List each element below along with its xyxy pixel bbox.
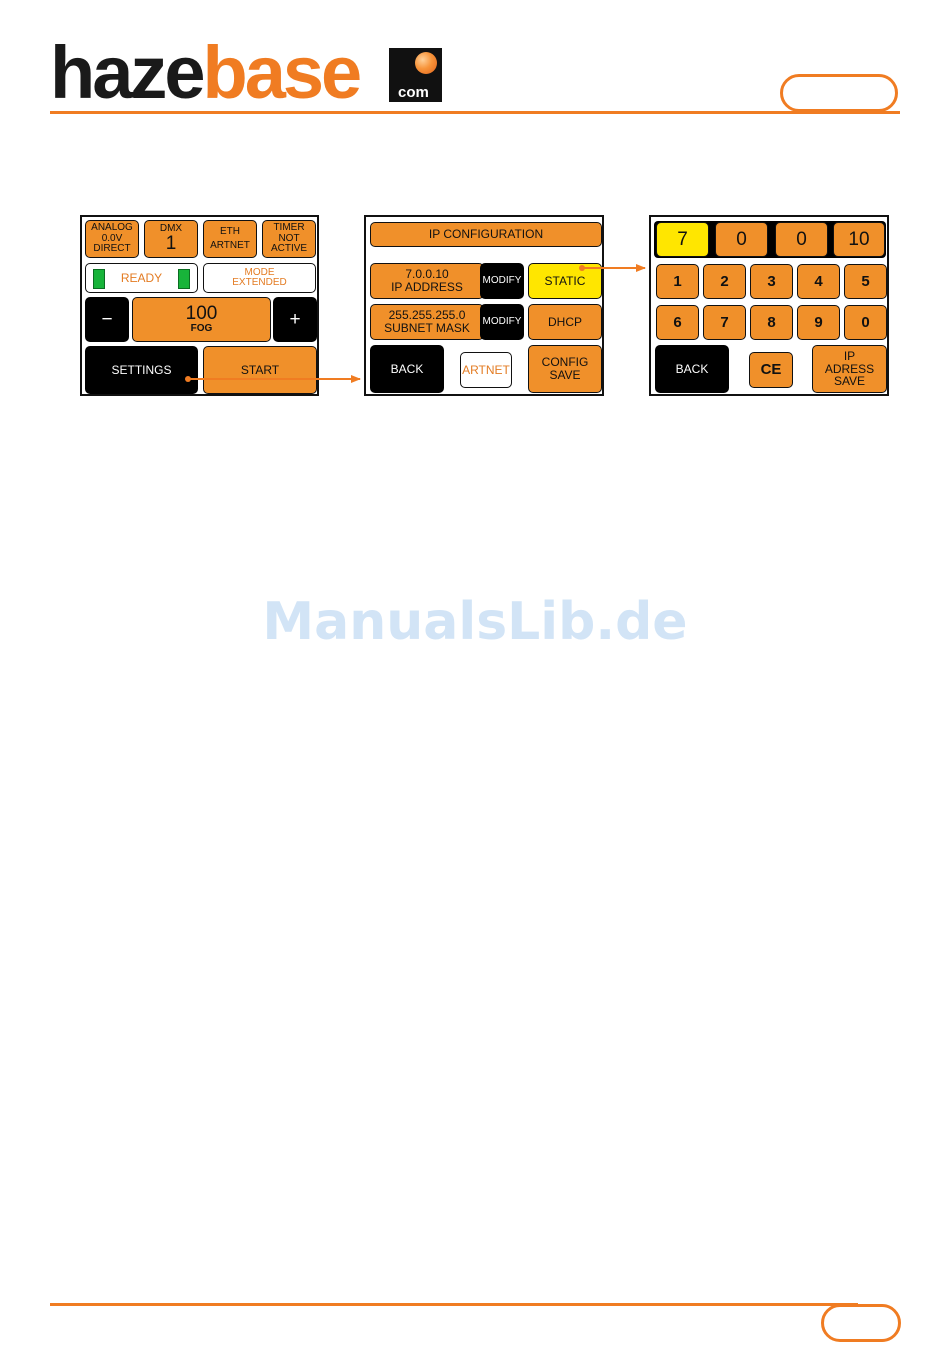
mode-value: EXTENDED bbox=[232, 278, 286, 289]
fog-level: 100 FOG bbox=[132, 297, 271, 342]
octet-4[interactable]: 10 bbox=[833, 222, 885, 257]
start-label: START bbox=[241, 364, 279, 377]
octet-1[interactable]: 7 bbox=[656, 222, 709, 257]
watermark: ManualsLib.de bbox=[0, 592, 950, 652]
dmx-status[interactable]: DMX 1 bbox=[144, 220, 198, 258]
settings-label: SETTINGS bbox=[111, 364, 171, 377]
key-7[interactable]: 7 bbox=[703, 305, 746, 340]
start-button[interactable]: START bbox=[203, 346, 317, 394]
artnet-button[interactable]: ARTNET bbox=[460, 352, 512, 388]
octet-4-value: 10 bbox=[848, 230, 869, 250]
key-4-label: 4 bbox=[814, 274, 822, 290]
ip-save-line1: IP bbox=[844, 350, 855, 363]
screen-main: ANALOG 0.0V DIRECT DMX 1 ETH ARTNET TIME… bbox=[80, 215, 319, 396]
modify-subnet-label: MODIFY bbox=[483, 317, 522, 328]
header-divider bbox=[50, 111, 900, 114]
back-label: BACK bbox=[391, 363, 424, 376]
analog-mode: DIRECT bbox=[93, 244, 130, 255]
plus-icon: + bbox=[289, 310, 300, 330]
dhcp-label: DHCP bbox=[548, 316, 582, 329]
logo-com-text: com bbox=[398, 84, 429, 101]
ip-address-field: 7.0.0.10 IP ADDRESS bbox=[370, 263, 484, 299]
footer-page-tab bbox=[821, 1304, 901, 1342]
logo-text-haze: haze bbox=[50, 31, 203, 114]
logo-ball-icon bbox=[415, 52, 437, 74]
screen-ip-keypad: 7 0 0 10 1 2 3 4 5 6 7 8 9 0 BACK CE IP … bbox=[649, 215, 889, 396]
timer-state-2: ACTIVE bbox=[271, 244, 307, 255]
key-4[interactable]: 4 bbox=[797, 264, 840, 299]
static-button[interactable]: STATIC bbox=[528, 263, 602, 299]
key-6[interactable]: 6 bbox=[656, 305, 699, 340]
fog-value: 100 bbox=[186, 304, 218, 324]
dhcp-button[interactable]: DHCP bbox=[528, 304, 602, 340]
eth-label: ETH bbox=[220, 227, 240, 238]
screen-ip-configuration: IP CONFIGURATION 7.0.0.10 IP ADDRESS MOD… bbox=[364, 215, 604, 396]
key-6-label: 6 bbox=[673, 315, 681, 331]
logo-com-badge: com bbox=[389, 48, 442, 102]
key-0[interactable]: 0 bbox=[844, 305, 887, 340]
key-9-label: 9 bbox=[814, 315, 822, 331]
key-5-label: 5 bbox=[861, 274, 869, 290]
key-3-label: 3 bbox=[767, 274, 775, 290]
mode-button[interactable]: MODE EXTENDED bbox=[203, 263, 316, 293]
key-2-label: 2 bbox=[720, 274, 728, 290]
key-7-label: 7 bbox=[720, 315, 728, 331]
config-save-line2: SAVE bbox=[549, 369, 580, 382]
static-label: STATIC bbox=[545, 275, 586, 288]
led-right-icon bbox=[178, 269, 190, 289]
key-0-label: 0 bbox=[861, 315, 869, 331]
ip-config-title: IP CONFIGURATION bbox=[370, 222, 602, 247]
logo-text-base: base bbox=[203, 31, 360, 114]
modify-ip-label: MODIFY bbox=[483, 276, 522, 287]
keypad-back-label: BACK bbox=[676, 363, 709, 376]
key-8[interactable]: 8 bbox=[750, 305, 793, 340]
back-button[interactable]: BACK bbox=[370, 345, 444, 393]
clear-entry-label: CE bbox=[761, 362, 782, 378]
fog-minus-button[interactable]: − bbox=[85, 297, 129, 342]
ip-address-save-button[interactable]: IP ADRESS SAVE bbox=[812, 345, 887, 393]
ip-save-line3: SAVE bbox=[834, 375, 865, 388]
subnet-mask-field: 255.255.255.0 SUBNET MASK bbox=[370, 304, 484, 340]
ip-address-label: IP ADDRESS bbox=[391, 281, 463, 294]
ready-status: READY bbox=[85, 263, 198, 293]
hazebase-logo: hazebase bbox=[50, 36, 359, 110]
timer-status[interactable]: TIMER NOT ACTIVE bbox=[262, 220, 316, 258]
ready-label: READY bbox=[121, 272, 162, 285]
led-left-icon bbox=[93, 269, 105, 289]
modify-ip-button[interactable]: MODIFY bbox=[480, 263, 524, 299]
subnet-mask-label: SUBNET MASK bbox=[384, 322, 470, 335]
key-1[interactable]: 1 bbox=[656, 264, 699, 299]
dmx-value: 1 bbox=[166, 234, 177, 254]
eth-status[interactable]: ETH ARTNET bbox=[203, 220, 257, 258]
octet-3-value: 0 bbox=[796, 230, 807, 250]
ip-config-title-text: IP CONFIGURATION bbox=[429, 228, 543, 241]
eth-value: ARTNET bbox=[210, 241, 250, 252]
fog-label: FOG bbox=[191, 324, 213, 335]
footer-divider bbox=[50, 1303, 858, 1306]
octet-2[interactable]: 0 bbox=[715, 222, 768, 257]
analog-status[interactable]: ANALOG 0.0V DIRECT bbox=[85, 220, 139, 258]
octet-2-value: 0 bbox=[736, 230, 747, 250]
clear-entry-button[interactable]: CE bbox=[749, 352, 793, 388]
octet-1-value: 7 bbox=[677, 230, 688, 250]
key-3[interactable]: 3 bbox=[750, 264, 793, 299]
keypad-back-button[interactable]: BACK bbox=[655, 345, 729, 393]
header-page-tab bbox=[780, 74, 898, 112]
fog-plus-button[interactable]: + bbox=[273, 297, 317, 342]
settings-button[interactable]: SETTINGS bbox=[85, 346, 198, 394]
key-9[interactable]: 9 bbox=[797, 305, 840, 340]
key-1-label: 1 bbox=[673, 274, 681, 290]
config-save-button[interactable]: CONFIG SAVE bbox=[528, 345, 602, 393]
key-8-label: 8 bbox=[767, 315, 775, 331]
key-5[interactable]: 5 bbox=[844, 264, 887, 299]
minus-icon: − bbox=[101, 310, 112, 330]
octet-3[interactable]: 0 bbox=[775, 222, 828, 257]
key-2[interactable]: 2 bbox=[703, 264, 746, 299]
modify-subnet-button[interactable]: MODIFY bbox=[480, 304, 524, 340]
artnet-label: ARTNET bbox=[462, 364, 510, 377]
